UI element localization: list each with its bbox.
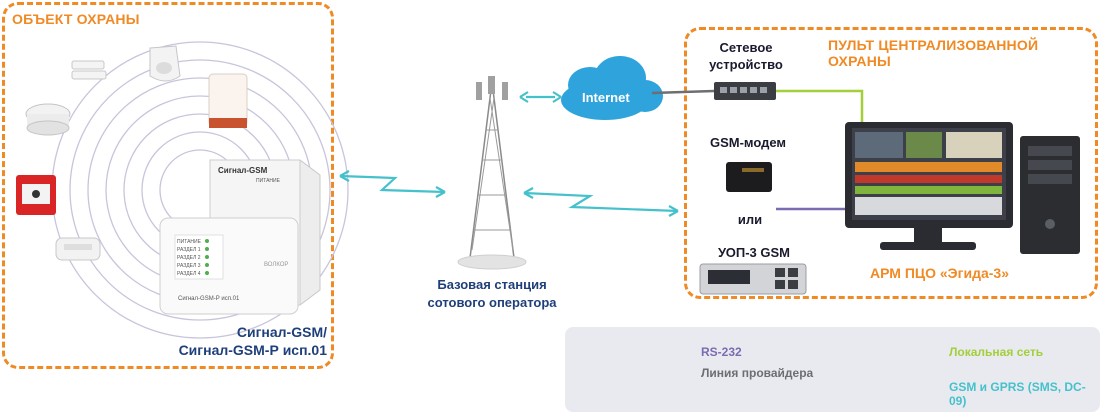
internet-label: Internet — [582, 90, 630, 105]
workstation-label: АРМ ПЦО «Эгида-3» — [870, 265, 1009, 281]
signal-gsm-p-panel — [159, 217, 299, 315]
signal-p-brand: ВОЛКОР — [264, 262, 289, 268]
legend-panel — [565, 327, 1100, 412]
signal-p-led-list: ПИТАНИЕ РАЗДЕЛ 1 РАЗДЕЛ 2 РАЗДЕЛ 3 РАЗДЕ… — [177, 238, 201, 278]
legend-provider-label: Линия провайдера — [701, 366, 814, 380]
signal-p-model: Сигнал-GSM-Р исп.01 — [178, 296, 240, 302]
signal-p-led-1: ПИТАНИЕ — [177, 239, 201, 245]
tower-internet-link — [519, 91, 562, 103]
base-station-line2: сотового оператора — [427, 295, 557, 310]
panel-caption-line2: Сигнал-GSM-Р исп.01 — [178, 342, 327, 358]
lan-line — [776, 89, 864, 122]
signal-panel-status: ПИТАНИЕ — [256, 178, 280, 184]
network-switch-label: Сетевое устройство — [702, 39, 790, 73]
cell-tower — [457, 76, 527, 270]
legend-rs232-label: RS-232 — [701, 345, 742, 359]
signal-p-led-2: РАЗДЕЛ 1 — [177, 247, 201, 253]
monitoring-station-zone — [684, 27, 1098, 299]
base-station-line1: Базовая станция — [437, 277, 547, 292]
signal-p-led-5: РАЗДЕЛ 4 — [177, 271, 201, 277]
gsm-modem — [726, 162, 772, 192]
internet-cloud — [561, 56, 663, 120]
legend-lan-label: Локальная сеть — [949, 345, 1044, 359]
signal-panel-label: Сигнал-GSM — [218, 166, 268, 175]
gsm-modem-label: GSM-модем — [709, 135, 787, 150]
legend-gsm-label: GSM и GPRS (SMS, DC-09) — [949, 380, 1086, 408]
base-station-caption: Базовая станция сотового оператора — [420, 276, 564, 312]
motion-detector — [149, 45, 181, 82]
protected-object-zone — [2, 2, 334, 369]
network-switch-line1: Сетевое — [719, 40, 773, 55]
gsm-link-panel-tower — [339, 170, 446, 198]
uop3-device — [699, 263, 807, 295]
uop3-label: УОП-3 GSM — [717, 245, 790, 260]
siren-device — [208, 73, 248, 128]
protected-object-title: ОБЪЕКТ ОХРАНЫ — [12, 11, 140, 27]
panel-caption: Сигнал-GSM/ Сигнал-GSM-Р исп.01 — [161, 323, 327, 359]
monitoring-station-title: ПУЛЬТ ЦЕНТРАЛИЗОВАННОЙ ОХРАНЫ — [828, 37, 1039, 69]
leak-sensor — [55, 237, 101, 261]
signal-p-leds-dots — [205, 239, 209, 275]
fire-call-point — [16, 175, 56, 215]
panel-caption-line1: Сигнал-GSM/ — [236, 324, 327, 340]
magnetic-contact-sensor — [71, 60, 107, 80]
provider-line — [651, 89, 715, 95]
smoke-detector — [25, 103, 71, 136]
workstation-monitor — [845, 122, 1013, 250]
signal-p-led-3: РАЗДЕЛ 2 — [177, 255, 201, 261]
or-label: или — [737, 212, 763, 227]
signal-p-led-4: РАЗДЕЛ 3 — [177, 263, 201, 269]
network-switch — [714, 82, 776, 100]
network-switch-line2: устройство — [709, 57, 783, 72]
gsm-link-tower-station — [523, 187, 679, 217]
workstation-pc — [1020, 136, 1080, 254]
